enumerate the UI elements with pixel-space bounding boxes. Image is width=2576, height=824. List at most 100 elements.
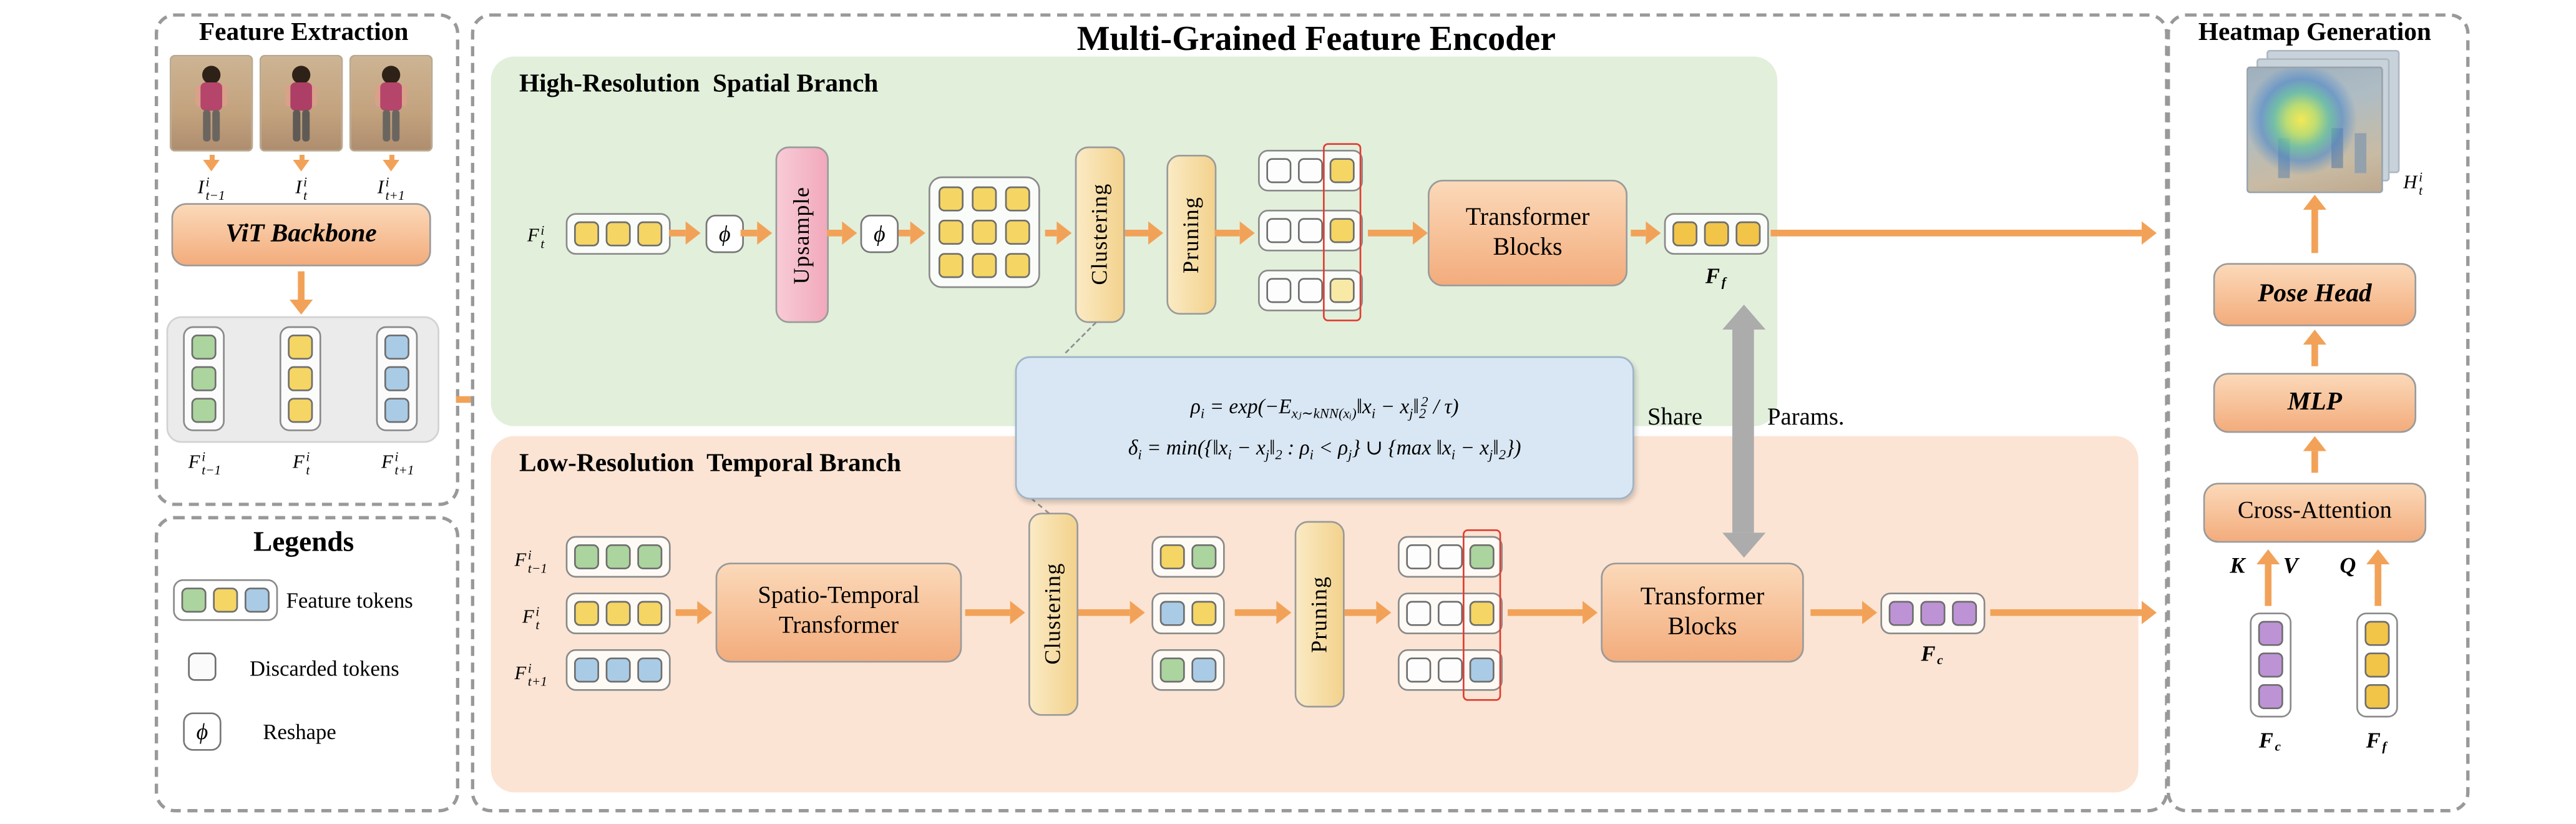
share-label: Share <box>1647 405 1703 431</box>
heatmap-image <box>2247 66 2383 194</box>
low-clustered-row <box>1151 649 1225 691</box>
flow-arrow <box>1125 221 1164 245</box>
flow-arrow <box>669 221 701 245</box>
flow-arrow <box>1214 221 1255 245</box>
high-transformer-blocks-box: Transformer Blocks <box>1428 180 1628 287</box>
low-input-row <box>565 592 671 635</box>
flow-arrow <box>1368 221 1428 245</box>
token-column <box>376 326 418 431</box>
token-column <box>280 326 321 431</box>
legend-reshape-icon: ϕ <box>183 712 222 751</box>
arrow-posehead-to-heatmap <box>2303 195 2327 253</box>
person-photo <box>260 55 343 152</box>
feature-extraction-title: Feature Extraction <box>198 18 409 47</box>
rho-formula: ρi = exp(−Exⱼ∼kNN(xᵢ)‖xi − xj‖22 / τ) <box>1190 393 1459 422</box>
flow-arrow <box>1344 601 1392 625</box>
legend-discarded-label: Discarded tokens <box>250 655 399 681</box>
value-label: V <box>2283 552 2298 578</box>
person-photo <box>170 55 253 152</box>
flow-arrow <box>965 601 1025 625</box>
heatmap-image-stack <box>2247 50 2400 194</box>
arrow-ff-to-crossattn <box>2366 549 2390 606</box>
arrow-ff-to-heatmap <box>1770 221 2157 245</box>
arrow-frame-to-label <box>293 155 310 172</box>
flow-arrow <box>1045 221 1072 245</box>
share-params-arrow <box>1721 305 1765 558</box>
low-output-tokens <box>1880 592 1986 635</box>
arrow-frame-to-label <box>383 155 400 172</box>
params-label: Params. <box>1767 405 1845 431</box>
ff-label: F f <box>2366 727 2387 753</box>
low-clustered-row <box>1151 536 1225 578</box>
flow-arrow <box>1234 601 1292 625</box>
low-input-row <box>565 536 671 578</box>
encoder-title: Multi-Grained Feature Encoder <box>1076 18 1556 59</box>
clustering-label: Clustering <box>1086 184 1112 286</box>
density-formula-box: ρi = exp(−Exⱼ∼kNN(xᵢ)‖xi − xj‖22 / τ) δi… <box>1015 356 1634 500</box>
clustering-label: Clustering <box>1040 563 1065 665</box>
reshape-icon: ϕ <box>860 215 899 253</box>
flow-arrow <box>740 221 773 245</box>
token-column <box>183 326 225 431</box>
arrow-frame-to-label <box>203 155 220 172</box>
flow-arrow <box>827 221 857 245</box>
person-photo <box>349 55 433 152</box>
high-branch-title: High-Resolution Spatial Branch <box>519 70 879 99</box>
high-input-tokens <box>565 213 671 255</box>
low-pruned-row <box>1398 592 1503 635</box>
arrow-backbone-to-tokens <box>290 271 313 315</box>
pose-head-box: Pose Head <box>2213 263 2417 326</box>
pruning-label: Pruning <box>1178 196 1204 273</box>
low-input-row <box>565 649 671 691</box>
arrow-fc-to-crossattn <box>2256 549 2280 606</box>
legend-reshape-label: Reshape <box>263 719 336 745</box>
flow-arrow <box>1631 221 1661 245</box>
fc-label: F c <box>2258 727 2281 753</box>
high-pruned-row <box>1258 210 1364 252</box>
high-output-tokens <box>1664 213 1769 255</box>
flow-arrow <box>899 221 925 245</box>
legends-title: Legends <box>253 526 354 558</box>
ff-token-column <box>2356 612 2398 718</box>
key-label: K <box>2230 552 2245 578</box>
low-clustered-row <box>1151 592 1225 635</box>
low-pruned-row <box>1398 536 1503 578</box>
legend-discarded-token-swatch <box>188 652 217 681</box>
flow-arrow <box>675 601 713 625</box>
query-label: Q <box>2339 552 2356 578</box>
high-pruned-row <box>1258 150 1364 192</box>
flow-arrow <box>1508 601 1598 625</box>
legend-feature-tokens-label: Feature tokens <box>286 587 413 613</box>
high-pruning-box: Pruning <box>1166 155 1217 315</box>
low-pruned-row <box>1398 649 1503 691</box>
cross-attention-box: Cross-Attention <box>2203 483 2427 543</box>
vit-backbone-box: ViT Backbone <box>171 203 431 267</box>
arrow-mlp-to-posehead <box>2303 330 2327 366</box>
low-clustering-box: Clustering <box>1028 513 1079 716</box>
low-branch-title: Low-Resolution Temporal Branch <box>519 449 902 478</box>
reshape-icon: ϕ <box>705 215 744 253</box>
kept-tokens-highlight <box>1463 529 1501 701</box>
kept-tokens-highlight <box>1323 143 1362 321</box>
mlp-box: MLP <box>2213 373 2417 433</box>
low-output-label: F c <box>1921 640 1943 667</box>
flow-arrow <box>1078 601 1145 625</box>
fc-token-column <box>2250 612 2292 718</box>
high-clustering-box: Clustering <box>1075 146 1125 323</box>
flow-arrow <box>1810 601 1878 625</box>
legend-feature-tokens-swatch <box>173 579 278 621</box>
high-output-label: F f <box>1705 263 1726 289</box>
heatmap-generation-title: Heatmap Generation <box>2198 18 2431 47</box>
pruning-label: Pruning <box>1306 576 1332 653</box>
arrow-fc-to-heatmap <box>1990 601 2157 625</box>
